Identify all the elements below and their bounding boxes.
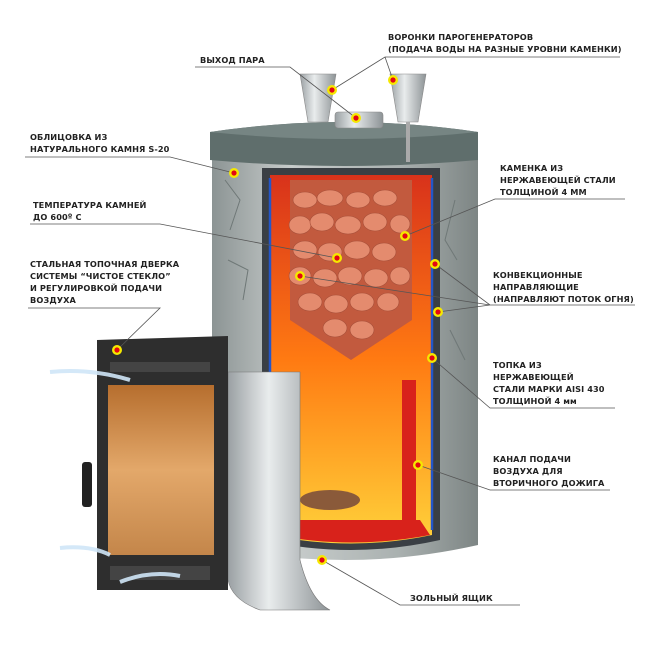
label-ash-box: ЗОЛЬНЫЙ ЯЩИК [410,593,493,603]
marker-stones [332,253,342,263]
marker-cladding [229,168,239,178]
marker-air-channel [413,460,423,470]
marker-heater [400,231,410,241]
label-funnels: ВОРОНКИ ПАРОГЕНЕРАТОРОВ(ПОДАЧА ВОДЫ НА Р… [388,32,622,54]
marker-ash-box [317,555,327,565]
marker-convection-1 [295,271,305,281]
marker-steam-outlet [351,113,361,123]
leader-lines [25,56,635,606]
rocks [288,189,411,340]
logs [300,490,360,510]
air-channel [402,380,416,520]
marker-convection-3 [433,307,443,317]
cutaway [262,168,440,550]
markers [112,75,443,565]
door-handle [82,462,92,507]
marker-door [112,345,122,355]
marker-firebox [427,353,437,363]
ash-drawer [227,371,331,611]
marker-funnel-left [327,85,337,95]
label-steam-outlet: ВЫХОД ПАРА [200,55,265,65]
firebox-door [49,336,228,590]
stone-lid [210,122,478,166]
marker-convection-2 [430,259,440,269]
steam-generator-funnels [299,73,427,162]
marker-funnel-right [388,75,398,85]
